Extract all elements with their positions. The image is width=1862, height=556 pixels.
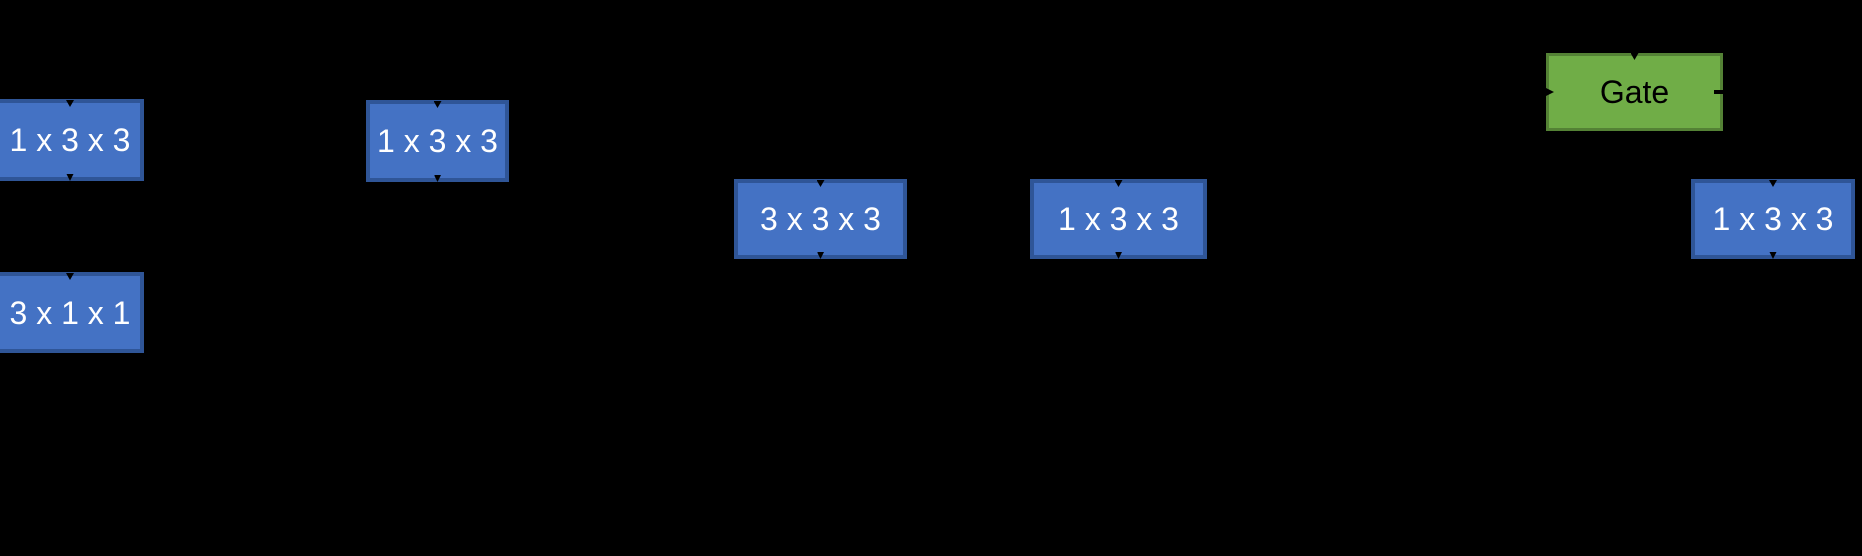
connector-tick-left-icon (1545, 87, 1554, 97)
node-label-conv-1x3x3-top-left: 1 x 3 x 3 (9, 122, 131, 158)
node-gate: Gate (1545, 53, 1725, 131)
node-conv-1x3x3-top-mid: 1 x 3 x 3 (366, 100, 509, 182)
connector-tick-bottom-icon (66, 174, 74, 181)
connector-tick-top-icon (1114, 180, 1123, 187)
connector-tick-bottom-icon (1769, 252, 1777, 259)
connector-tick-right-icon (1714, 90, 1725, 94)
connector-tick-top-icon (1630, 53, 1639, 60)
connector-tick-bottom-icon (434, 175, 441, 182)
connector-tick-top-icon (66, 273, 74, 280)
node-label-conv-3x3x3-mid: 3 x 3 x 3 (760, 201, 881, 237)
node-label-conv-1x3x3-mid-right: 1 x 3 x 3 (1058, 201, 1179, 237)
node-label-conv-1x3x3-far-right: 1 x 3 x 3 (1712, 201, 1834, 237)
node-conv-1x3x3-top-left: 1 x 3 x 3 (0, 99, 144, 181)
connector-tick-top-icon (66, 100, 74, 107)
connector-tick-top-icon (816, 180, 825, 187)
node-conv-3x1x1-left: 3 x 1 x 1 (0, 272, 144, 353)
node-label-conv-3x1x1-left: 3 x 1 x 1 (9, 294, 131, 331)
node-label-gate: Gate (1599, 74, 1670, 110)
connector-tick-bottom-icon (817, 252, 824, 259)
connector-tick-bottom-icon (1115, 252, 1122, 259)
node-conv-3x3x3-mid: 3 x 3 x 3 (734, 179, 907, 259)
node-conv-1x3x3-far-right: 1 x 3 x 3 (1691, 179, 1855, 259)
node-conv-1x3x3-mid-right: 1 x 3 x 3 (1030, 179, 1207, 259)
connector-tick-top-icon (1769, 180, 1777, 187)
node-label-conv-1x3x3-top-mid: 1 x 3 x 3 (377, 123, 498, 159)
connector-tick-top-icon (433, 101, 442, 108)
